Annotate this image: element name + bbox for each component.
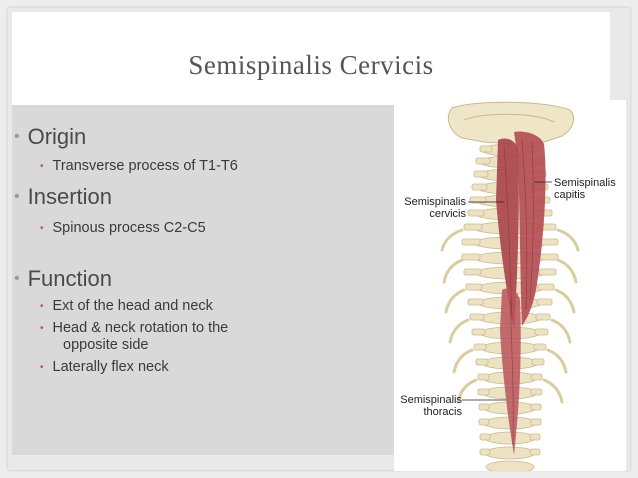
item-text: Laterally flex neck — [52, 359, 169, 375]
vertebra-row — [485, 460, 535, 471]
muscle-striations — [503, 139, 534, 446]
label-line: thoracis — [423, 406, 462, 418]
label-line: Semispinalis — [404, 196, 466, 208]
heading-origin: • Origin — [14, 124, 86, 150]
bullet-icon: • — [40, 362, 44, 373]
bullet-icon: • — [14, 188, 20, 205]
spine-illustration — [440, 101, 580, 471]
skull-base — [447, 101, 575, 145]
item-function-3: • Laterally flex neck — [40, 358, 169, 377]
bullet-icon: • — [40, 161, 44, 172]
item-origin-1: • Transverse process of T1-T6 — [40, 157, 238, 176]
semispinalis-thoracis-muscle — [500, 288, 521, 455]
item-function-2: • Head & neck rotation to the — [40, 319, 228, 338]
item-text: opposite side — [63, 337, 149, 353]
bullet-icon: • — [14, 128, 20, 145]
heading-text: Origin — [27, 124, 87, 149]
label-line: capitis — [554, 189, 586, 201]
item-text: Ext of the head and neck — [52, 298, 213, 314]
item-text: Spinous process C2-C5 — [52, 220, 206, 236]
bullet-icon: • — [40, 223, 44, 234]
bullet-icon: • — [40, 323, 44, 334]
vertebra-row — [479, 446, 541, 460]
bullet-icon: • — [14, 270, 20, 287]
title-band: Semispinalis Cervicis — [12, 12, 610, 105]
bullet-icon: • — [40, 301, 44, 312]
slide-title: Semispinalis Cervicis — [188, 50, 434, 80]
semispinalis-cervicis-muscle — [496, 138, 519, 330]
label-line: cervicis — [429, 208, 466, 220]
label-semispinalis-capitis: Semispinalis capitis — [554, 177, 616, 201]
heading-insertion: • Insertion — [14, 184, 112, 210]
heading-text: Insertion — [27, 184, 112, 209]
item-insertion-1: • Spinous process C2-C5 — [40, 219, 206, 238]
vertebra-row — [479, 431, 541, 445]
item-text: Head & neck rotation to the — [52, 320, 229, 336]
skull-base-detail — [463, 113, 555, 123]
semispinalis-capitis-muscle — [514, 131, 546, 326]
item-function-1: • Ext of the head and neck — [40, 297, 213, 316]
label-semispinalis-cervicis: Semispinalis cervicis — [400, 196, 466, 220]
ribs — [440, 228, 580, 404]
label-line: Semispinalis — [400, 394, 462, 406]
heading-function: • Function — [14, 266, 112, 292]
label-line: Semispinalis — [554, 177, 616, 189]
anatomy-figure: Semispinalis capitis Semispinalis cervic… — [394, 100, 626, 471]
item-function-2-cont: opposite side — [63, 336, 148, 354]
heading-text: Function — [27, 266, 112, 291]
label-semispinalis-thoracis: Semispinalis thoracis — [400, 394, 462, 418]
item-text: Transverse process of T1-T6 — [52, 158, 238, 174]
